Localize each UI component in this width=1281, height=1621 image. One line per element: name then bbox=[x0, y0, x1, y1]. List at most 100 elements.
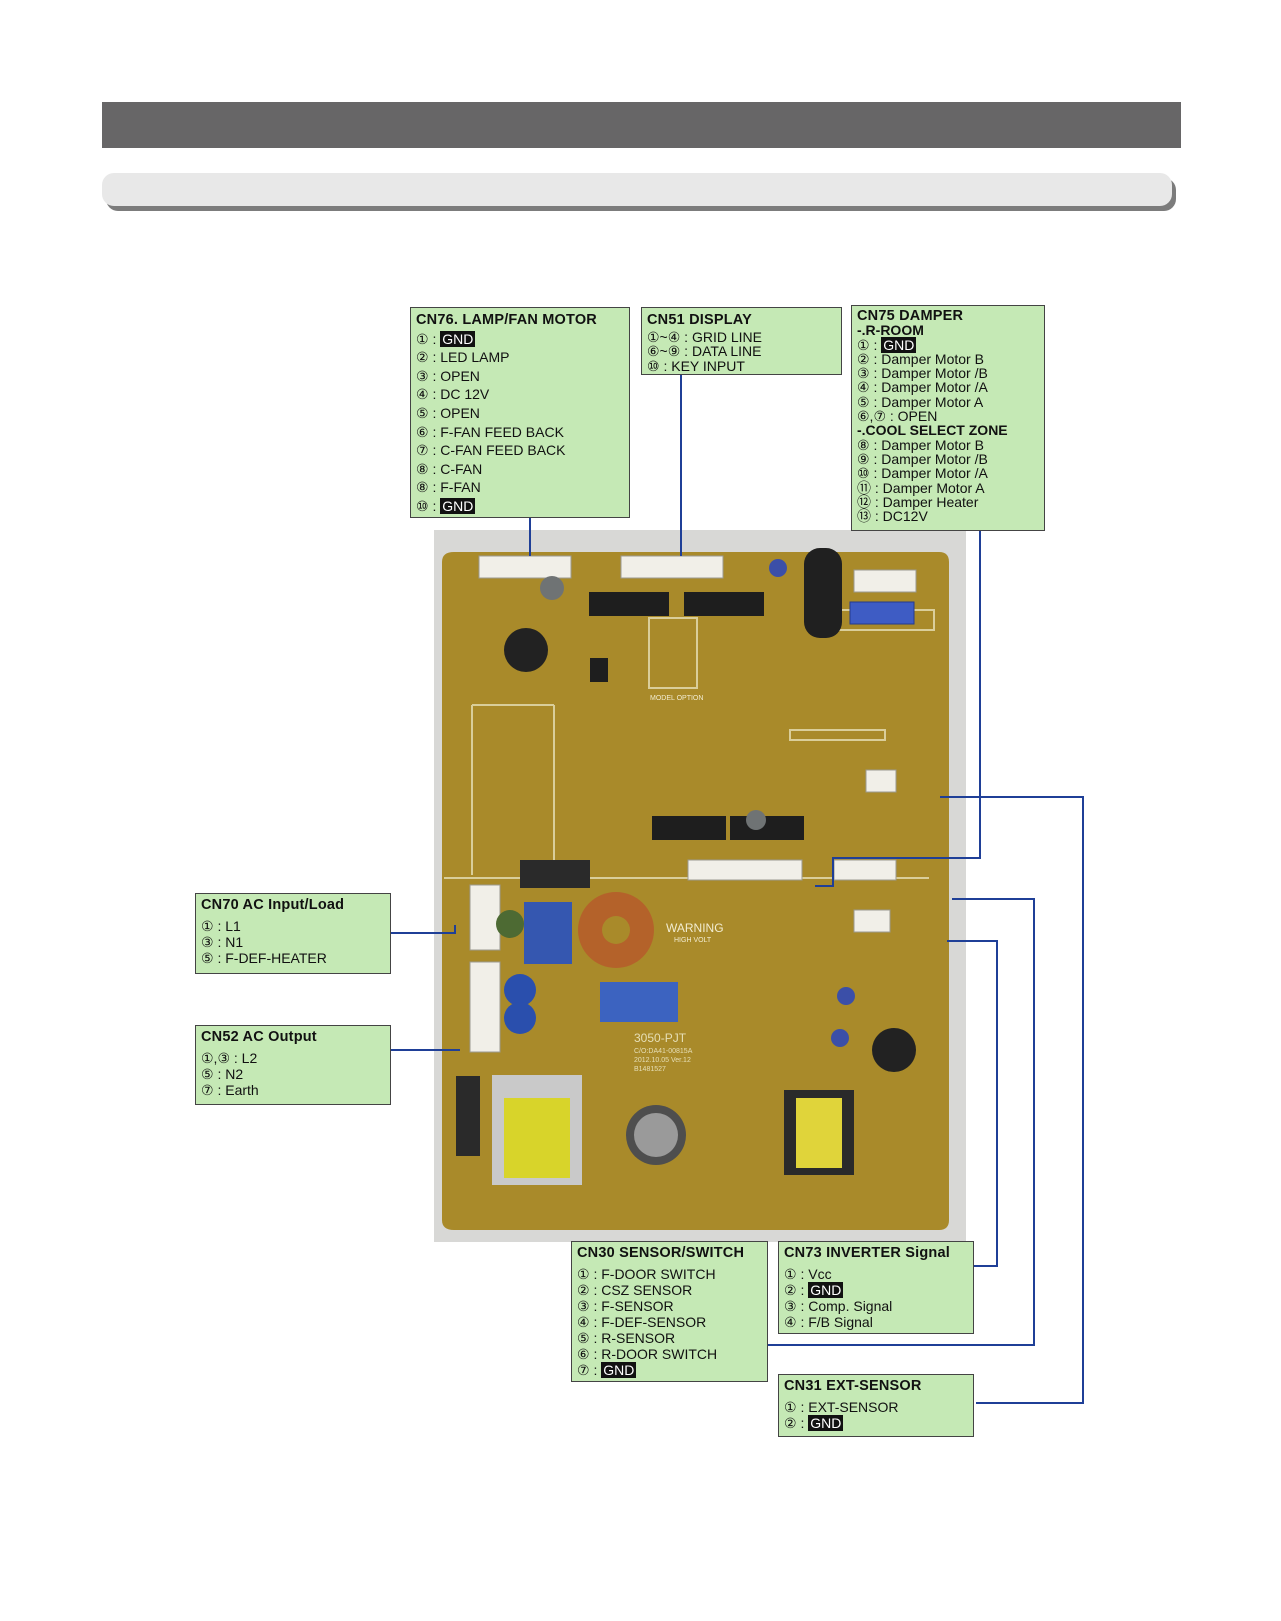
pin-row: ④ : DC 12V bbox=[416, 385, 624, 404]
pin-number: ⑧ : bbox=[416, 460, 441, 477]
pin-row: ② : GND bbox=[784, 1282, 968, 1298]
pin-label: KEY INPUT bbox=[671, 357, 745, 374]
pin-label: F-SENSOR bbox=[601, 1298, 674, 1314]
blue-connector bbox=[849, 601, 915, 625]
pin-label: DC 12V bbox=[440, 386, 490, 403]
pin-label: DC12V bbox=[882, 508, 928, 525]
pin-row: ①~④ : GRID LINE bbox=[647, 328, 836, 345]
section-header-bar bbox=[102, 102, 1181, 148]
pcb-board bbox=[442, 552, 949, 1230]
pin-number: ⑤ : bbox=[857, 393, 882, 410]
pin-number: ③ : bbox=[784, 1298, 809, 1314]
pin-label: Earth bbox=[225, 1082, 259, 1098]
pin-row: ④ : F/B Signal bbox=[784, 1314, 968, 1330]
transformer-coil bbox=[504, 1098, 570, 1178]
pin-row: ⑦ : C-FAN FEED BACK bbox=[416, 441, 624, 460]
cn52-title: CN52 AC Output bbox=[201, 1029, 317, 1045]
cn76-connector bbox=[478, 555, 572, 579]
warning-text: WARNING bbox=[666, 921, 724, 935]
pin-number: ④ : bbox=[784, 1314, 809, 1330]
pin-label: OPEN bbox=[897, 408, 938, 425]
pin-row: ② : LED LAMP bbox=[416, 348, 624, 367]
pin-number: ①~④ : bbox=[647, 328, 692, 345]
pin-label: R-SENSOR bbox=[601, 1330, 676, 1346]
pin-row: ⑤ : Damper Motor A bbox=[857, 395, 1039, 409]
pin-number: ⑦ : bbox=[201, 1082, 226, 1098]
pin-number: ⑤ : bbox=[201, 1066, 226, 1082]
pin-label: Damper Motor /A bbox=[881, 465, 988, 482]
pin-number: ⑩ : bbox=[857, 465, 882, 482]
pin-label: Damper Motor A bbox=[881, 393, 984, 410]
disc-capacitor bbox=[496, 910, 524, 938]
pin-label: F-FAN FEED BACK bbox=[440, 423, 564, 440]
pin-row: ⑩ : KEY INPUT bbox=[647, 357, 836, 374]
pin-row: ⑤ : F-DEF-HEATER bbox=[201, 950, 385, 966]
cn75-section-cool-select: -.COOL SELECT ZONE bbox=[857, 422, 1008, 439]
pin-row: ③ : OPEN bbox=[416, 367, 624, 386]
part-number-text: C/O:DA41-00815A bbox=[634, 1048, 693, 1055]
pcb-drawing: MODEL OPTION WARNING HIGH VOLT 3050-PJT … bbox=[434, 530, 966, 1242]
pin-row: ④ : F-DEF-SENSOR bbox=[577, 1314, 762, 1330]
cn31-lead bbox=[940, 796, 1084, 1404]
pin-row: ⑦ : Earth bbox=[201, 1082, 385, 1098]
pin-label: F-DEF-HEATER bbox=[225, 950, 327, 966]
relay bbox=[520, 860, 590, 888]
pin-row: ⑧ : Damper Motor B bbox=[857, 438, 1039, 452]
cn70-lead bbox=[390, 925, 456, 934]
cn70-title: CN70 AC Input/Load bbox=[201, 897, 345, 913]
pin-row: ③ : N1 bbox=[201, 934, 385, 950]
pin-label: Damper Motor B bbox=[881, 436, 984, 453]
cn75-section-r-room: -.R-ROOM bbox=[857, 322, 924, 339]
smps-coil bbox=[796, 1098, 842, 1168]
pin-label: F-FAN bbox=[440, 479, 481, 496]
pin-number: ⑪ : bbox=[857, 479, 883, 496]
pin-number: ④ : bbox=[857, 379, 882, 396]
cn-small-connector bbox=[853, 909, 891, 933]
fuse-holder bbox=[456, 1076, 480, 1156]
pin-row: ③ : Damper Motor /B bbox=[857, 366, 1039, 380]
pin-number: ⑤ : bbox=[201, 950, 226, 966]
ic-chip bbox=[652, 816, 726, 840]
ic-chip bbox=[589, 592, 669, 616]
cn51-title: CN51 DISPLAY bbox=[647, 312, 753, 328]
pin-number: ⑬ : bbox=[857, 508, 883, 525]
pin-row: ② : CSZ SENSOR bbox=[577, 1282, 762, 1298]
pin-number: ⑨ : bbox=[857, 450, 882, 467]
model-number-text: 3050-PJT bbox=[634, 1031, 687, 1045]
pin-number: ⑤ : bbox=[416, 404, 441, 421]
pin-label: L1 bbox=[225, 918, 241, 934]
disc-capacitor bbox=[504, 974, 536, 1006]
pin-number: ② : bbox=[416, 349, 441, 366]
jumper bbox=[590, 658, 608, 682]
cn75-title: CN75 DAMPER bbox=[857, 308, 964, 324]
pin-label: F-DOOR SWITCH bbox=[601, 1266, 716, 1282]
pin-row: ⑩ : Damper Motor /A bbox=[857, 466, 1039, 480]
pin-label-gnd: GND bbox=[808, 1415, 844, 1431]
pin-row: ⑩ : GND bbox=[416, 497, 624, 516]
subsection-header-bar bbox=[102, 173, 1172, 206]
pin-number: ③ : bbox=[857, 365, 882, 382]
pin-row: ① : GND bbox=[416, 330, 624, 349]
pin-row: ⑪ : Damper Motor A bbox=[857, 479, 1039, 496]
varistor bbox=[804, 548, 842, 638]
pin-number: ⑥~⑨ : bbox=[647, 343, 692, 360]
pin-row: ② : Damper Motor B bbox=[857, 352, 1039, 366]
pin-label: GRID LINE bbox=[691, 328, 762, 345]
cn75-lead bbox=[815, 530, 981, 887]
pin-row: ④ : Damper Motor /A bbox=[857, 380, 1039, 394]
capacitor bbox=[837, 987, 855, 1005]
pin-number: ③ : bbox=[416, 367, 441, 384]
cn52-connector bbox=[469, 961, 501, 1053]
pin-row: ⑧ : C-FAN bbox=[416, 460, 624, 479]
pin-row: ① : F-DOOR SWITCH bbox=[577, 1266, 762, 1282]
